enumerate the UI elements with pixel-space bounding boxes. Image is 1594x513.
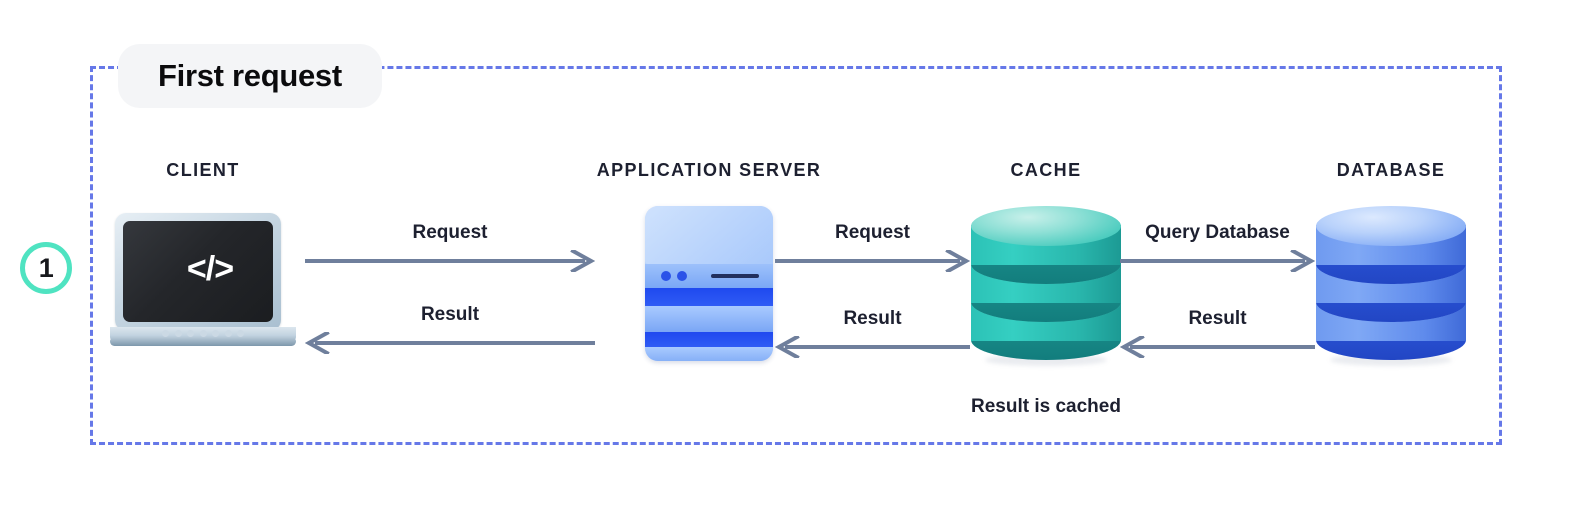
laptop-code-icon: </> [83,203,323,363]
arrow-left-icon [775,336,970,358]
arrow-client-to-server: Request [305,222,595,272]
arrow-server-to-cache-label: Request [835,222,910,243]
code-glyph: </> [186,250,234,288]
node-database-label: DATABASE [1336,160,1446,180]
arrow-right-icon [1120,250,1315,272]
node-application-server: APPLICATION SERVER [589,160,829,363]
arrow-cache-to-database-label: Query Database [1145,222,1290,243]
database-cylinder-icon [1271,203,1511,366]
node-database: DATABASE [1271,160,1511,366]
arrow-right-icon [775,250,970,272]
node-cache-label: CACHE [1010,160,1082,180]
arrow-server-to-client-label: Result [420,304,480,325]
section-title-chip: First request [118,44,382,108]
arrow-cache-to-server-label: Result [843,308,902,329]
arrow-database-to-cache-label: Result [1188,308,1247,329]
node-client: CLIENT </> [83,160,323,363]
arrow-database-to-cache: Result [1120,308,1315,358]
arrow-server-to-cache: Request [775,222,970,272]
step-number-label: 1 [38,252,54,283]
arrow-server-to-client: Result [305,304,595,354]
arrow-left-icon [305,332,595,354]
arrow-left-icon [1120,336,1315,358]
section-title-label: First request [158,58,342,93]
node-cache: CACHE [926,160,1166,366]
cache-cylinder-icon [926,203,1166,366]
arrow-cache-to-database: Query Database [1120,222,1315,272]
server-rack-icon [589,203,829,363]
cache-note-label: Result is cached [971,396,1121,417]
node-application-server-label: APPLICATION SERVER [596,160,822,180]
step-number-badge: 1 [20,242,72,294]
section-dashed-frame [90,66,1502,445]
arrow-right-icon [305,250,595,272]
arrow-client-to-server-label: Request [412,222,488,243]
arrow-cache-to-server: Result [775,308,970,358]
node-client-label: CLIENT [166,160,240,180]
